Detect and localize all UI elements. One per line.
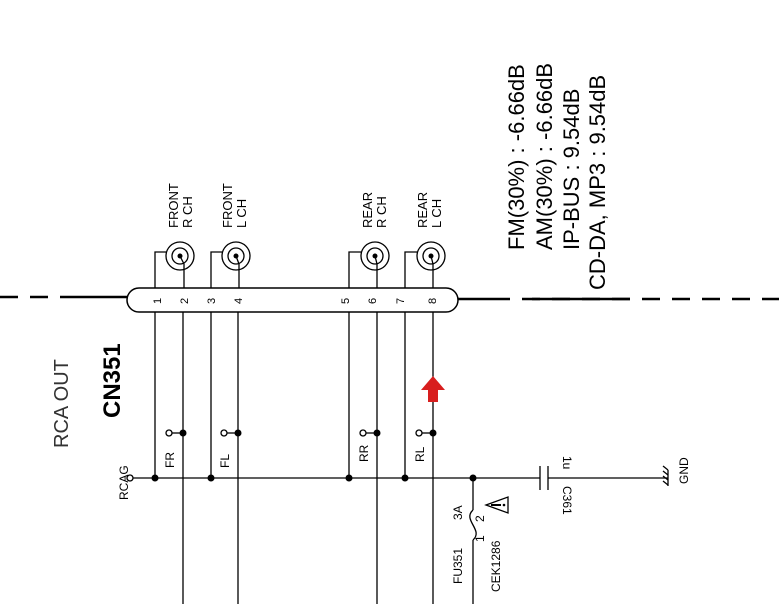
fuse-pin1: 1 <box>473 535 487 542</box>
jack-label-line1: FRONT <box>220 183 235 228</box>
pin-label: 6 <box>367 298 379 304</box>
capacitor-ref: C361 <box>560 486 574 515</box>
jack-label-line2: L CH <box>429 199 444 228</box>
jack-label-line2: R CH <box>180 196 195 228</box>
jack-rear-r <box>348 241 390 288</box>
fuse-ref: FU351 <box>451 548 465 584</box>
level-spec-cdda: CD-DA, MP3 : 9.54dB <box>585 75 610 290</box>
jack-label-line2: R CH <box>374 196 389 228</box>
signal-fl: FL <box>218 454 232 468</box>
fuse-pin2: 2 <box>473 515 487 522</box>
signal-rl: RL <box>413 446 427 462</box>
fuse-part: CEK1286 <box>489 540 503 592</box>
jack-label-line1: REAR <box>360 192 375 228</box>
pin-label: 3 <box>206 298 218 304</box>
connector-body <box>126 287 459 313</box>
rcag-net <box>126 474 540 482</box>
connector-ref: CN351 <box>99 343 126 418</box>
jack-label-line2: L CH <box>234 199 249 228</box>
fuse-fu351 <box>469 478 477 604</box>
warning-triangle-icon <box>484 496 509 514</box>
jack-rear-l <box>404 241 446 288</box>
net-gnd-label: GND <box>677 457 691 484</box>
pin-label: 5 <box>340 298 352 304</box>
pin-label: 2 <box>179 298 191 304</box>
level-spec-ipbus: IP-BUS : 9.54dB <box>559 89 584 250</box>
jack-labels: FRONT R CH FRONT L CH REAR R CH REAR L C… <box>166 183 444 228</box>
jack-label-line1: FRONT <box>166 183 181 228</box>
jack-front-l <box>210 241 251 288</box>
level-spec-am: AM(30%) : -6.66dB <box>532 63 557 250</box>
capacitor-c361 <box>539 466 668 490</box>
fuse-rating: 3A <box>451 505 465 520</box>
jack-label-line1: REAR <box>415 192 430 228</box>
connector-pins: 1 2 3 4 5 6 7 8 <box>152 298 439 304</box>
block-label: RCA OUT <box>51 359 73 448</box>
signal-labels: FR FL RR RL <box>163 444 427 468</box>
connector-wires <box>154 312 434 604</box>
level-spec-fm: FM(30%) : -6.66dB <box>504 64 529 250</box>
level-specs: FM(30%) : -6.66dB AM(30%) : -6.66dB IP-B… <box>504 63 610 290</box>
signal-fr: FR <box>163 452 177 468</box>
pin-label: 7 <box>395 298 407 304</box>
signal-rr: RR <box>357 444 371 462</box>
net-rcag-label: RCAG <box>117 465 131 500</box>
pin-label: 4 <box>233 298 245 304</box>
ground-icon <box>662 465 669 486</box>
signal-taps <box>165 429 437 437</box>
pin-label: 1 <box>152 298 164 304</box>
arrow-up-icon <box>421 376 445 402</box>
jack-front-r <box>154 241 195 288</box>
capacitor-value: 1u <box>560 456 574 469</box>
pin-label: 8 <box>427 298 439 304</box>
